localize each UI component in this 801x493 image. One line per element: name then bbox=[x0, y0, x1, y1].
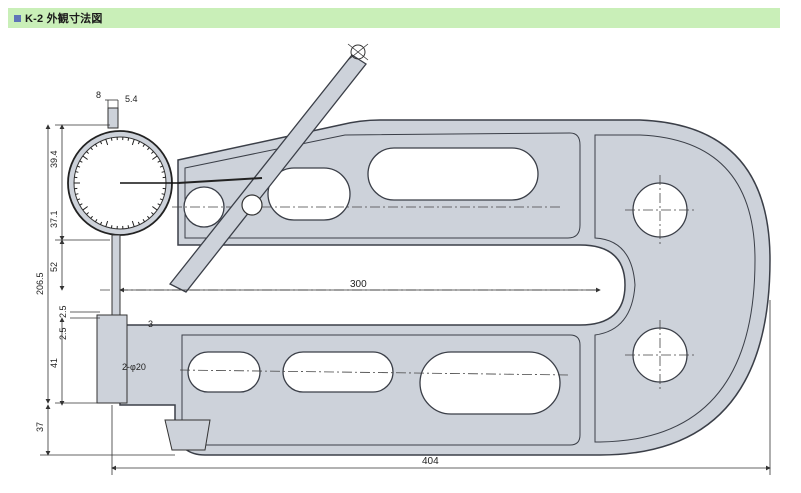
dial-tick bbox=[152, 206, 158, 211]
dim-8: 8 bbox=[96, 90, 101, 100]
dial-tick bbox=[79, 160, 83, 163]
dial-tick bbox=[147, 147, 150, 151]
dim-5-4: 5.4 bbox=[125, 94, 138, 104]
dial-tick bbox=[151, 151, 154, 154]
dial-tick bbox=[110, 225, 113, 229]
dial-tick bbox=[77, 165, 81, 168]
dial-tick bbox=[142, 219, 146, 223]
dial-tick bbox=[157, 160, 161, 163]
gauge-spindle bbox=[111, 234, 121, 316]
dial-tick bbox=[90, 147, 93, 151]
right-panel-outline bbox=[594, 134, 756, 443]
slot-upper-1 bbox=[267, 167, 351, 221]
lever-pivot-icon bbox=[241, 194, 263, 216]
slot-lower-3 bbox=[419, 351, 561, 415]
section-header-bar: K-2 外観寸法図 bbox=[8, 8, 780, 28]
dial-tick bbox=[161, 171, 165, 173]
dial-tick bbox=[77, 198, 81, 201]
dim-404: 404 bbox=[422, 456, 439, 467]
bullet-square-icon bbox=[14, 14, 21, 22]
dimension-lines bbox=[40, 99, 771, 475]
dial-tick bbox=[159, 165, 163, 168]
dial-tick bbox=[90, 215, 93, 219]
hole-right-bottom bbox=[632, 327, 688, 383]
dial-tick bbox=[151, 212, 154, 215]
dim-206-5: 206.5 bbox=[35, 272, 45, 295]
dim-37-1: 37.1 bbox=[49, 210, 59, 228]
dim-phi-20: 2-φ20 bbox=[122, 362, 146, 372]
dial-tick bbox=[147, 215, 150, 219]
dim-37: 37 bbox=[35, 422, 45, 432]
slot-upper-2 bbox=[367, 147, 539, 201]
dim-2-5-top: 2.5 bbox=[58, 305, 68, 318]
dim-41: 41 bbox=[49, 358, 59, 368]
lever-top-target-icon bbox=[350, 44, 366, 60]
dial-tick bbox=[161, 193, 165, 195]
dial-tick bbox=[105, 139, 109, 146]
dial-tick bbox=[75, 171, 79, 173]
dim-300: 300 bbox=[350, 279, 367, 290]
dial-tick bbox=[157, 203, 161, 206]
dial-tick bbox=[94, 219, 98, 223]
section-title: K-2 外観寸法図 bbox=[25, 13, 103, 25]
dim-2-5-bottom: 2.5 bbox=[58, 327, 68, 340]
upper-panel-outline bbox=[184, 132, 581, 239]
dial-tick bbox=[86, 212, 89, 215]
dim-52: 52 bbox=[49, 262, 59, 272]
dial-tick bbox=[94, 143, 98, 147]
dial-tick bbox=[159, 198, 163, 201]
dial-tick bbox=[131, 220, 135, 227]
dial-tick bbox=[127, 225, 130, 229]
dial-tick bbox=[137, 221, 141, 225]
dial-tick bbox=[75, 193, 79, 195]
dial-tick bbox=[86, 151, 89, 154]
dial-tick bbox=[110, 137, 113, 141]
dial-tick bbox=[152, 155, 158, 160]
dial-tick bbox=[105, 220, 109, 227]
anvil-block bbox=[96, 314, 128, 404]
dial-tick bbox=[127, 137, 130, 141]
dial-tick bbox=[99, 141, 103, 145]
dial-tick bbox=[82, 155, 88, 160]
slot-lower-1 bbox=[187, 351, 261, 393]
dial-tick bbox=[82, 206, 88, 211]
dial-tick bbox=[99, 221, 103, 225]
dim-3: 3 bbox=[148, 319, 153, 329]
dial-tick bbox=[131, 139, 135, 146]
hole-right-top bbox=[632, 182, 688, 238]
dim-39-4: 39.4 bbox=[49, 150, 59, 168]
dial-tick bbox=[142, 143, 146, 147]
foot-clamp bbox=[164, 419, 211, 451]
dial-tick bbox=[137, 141, 141, 145]
dial-tick bbox=[79, 203, 83, 206]
